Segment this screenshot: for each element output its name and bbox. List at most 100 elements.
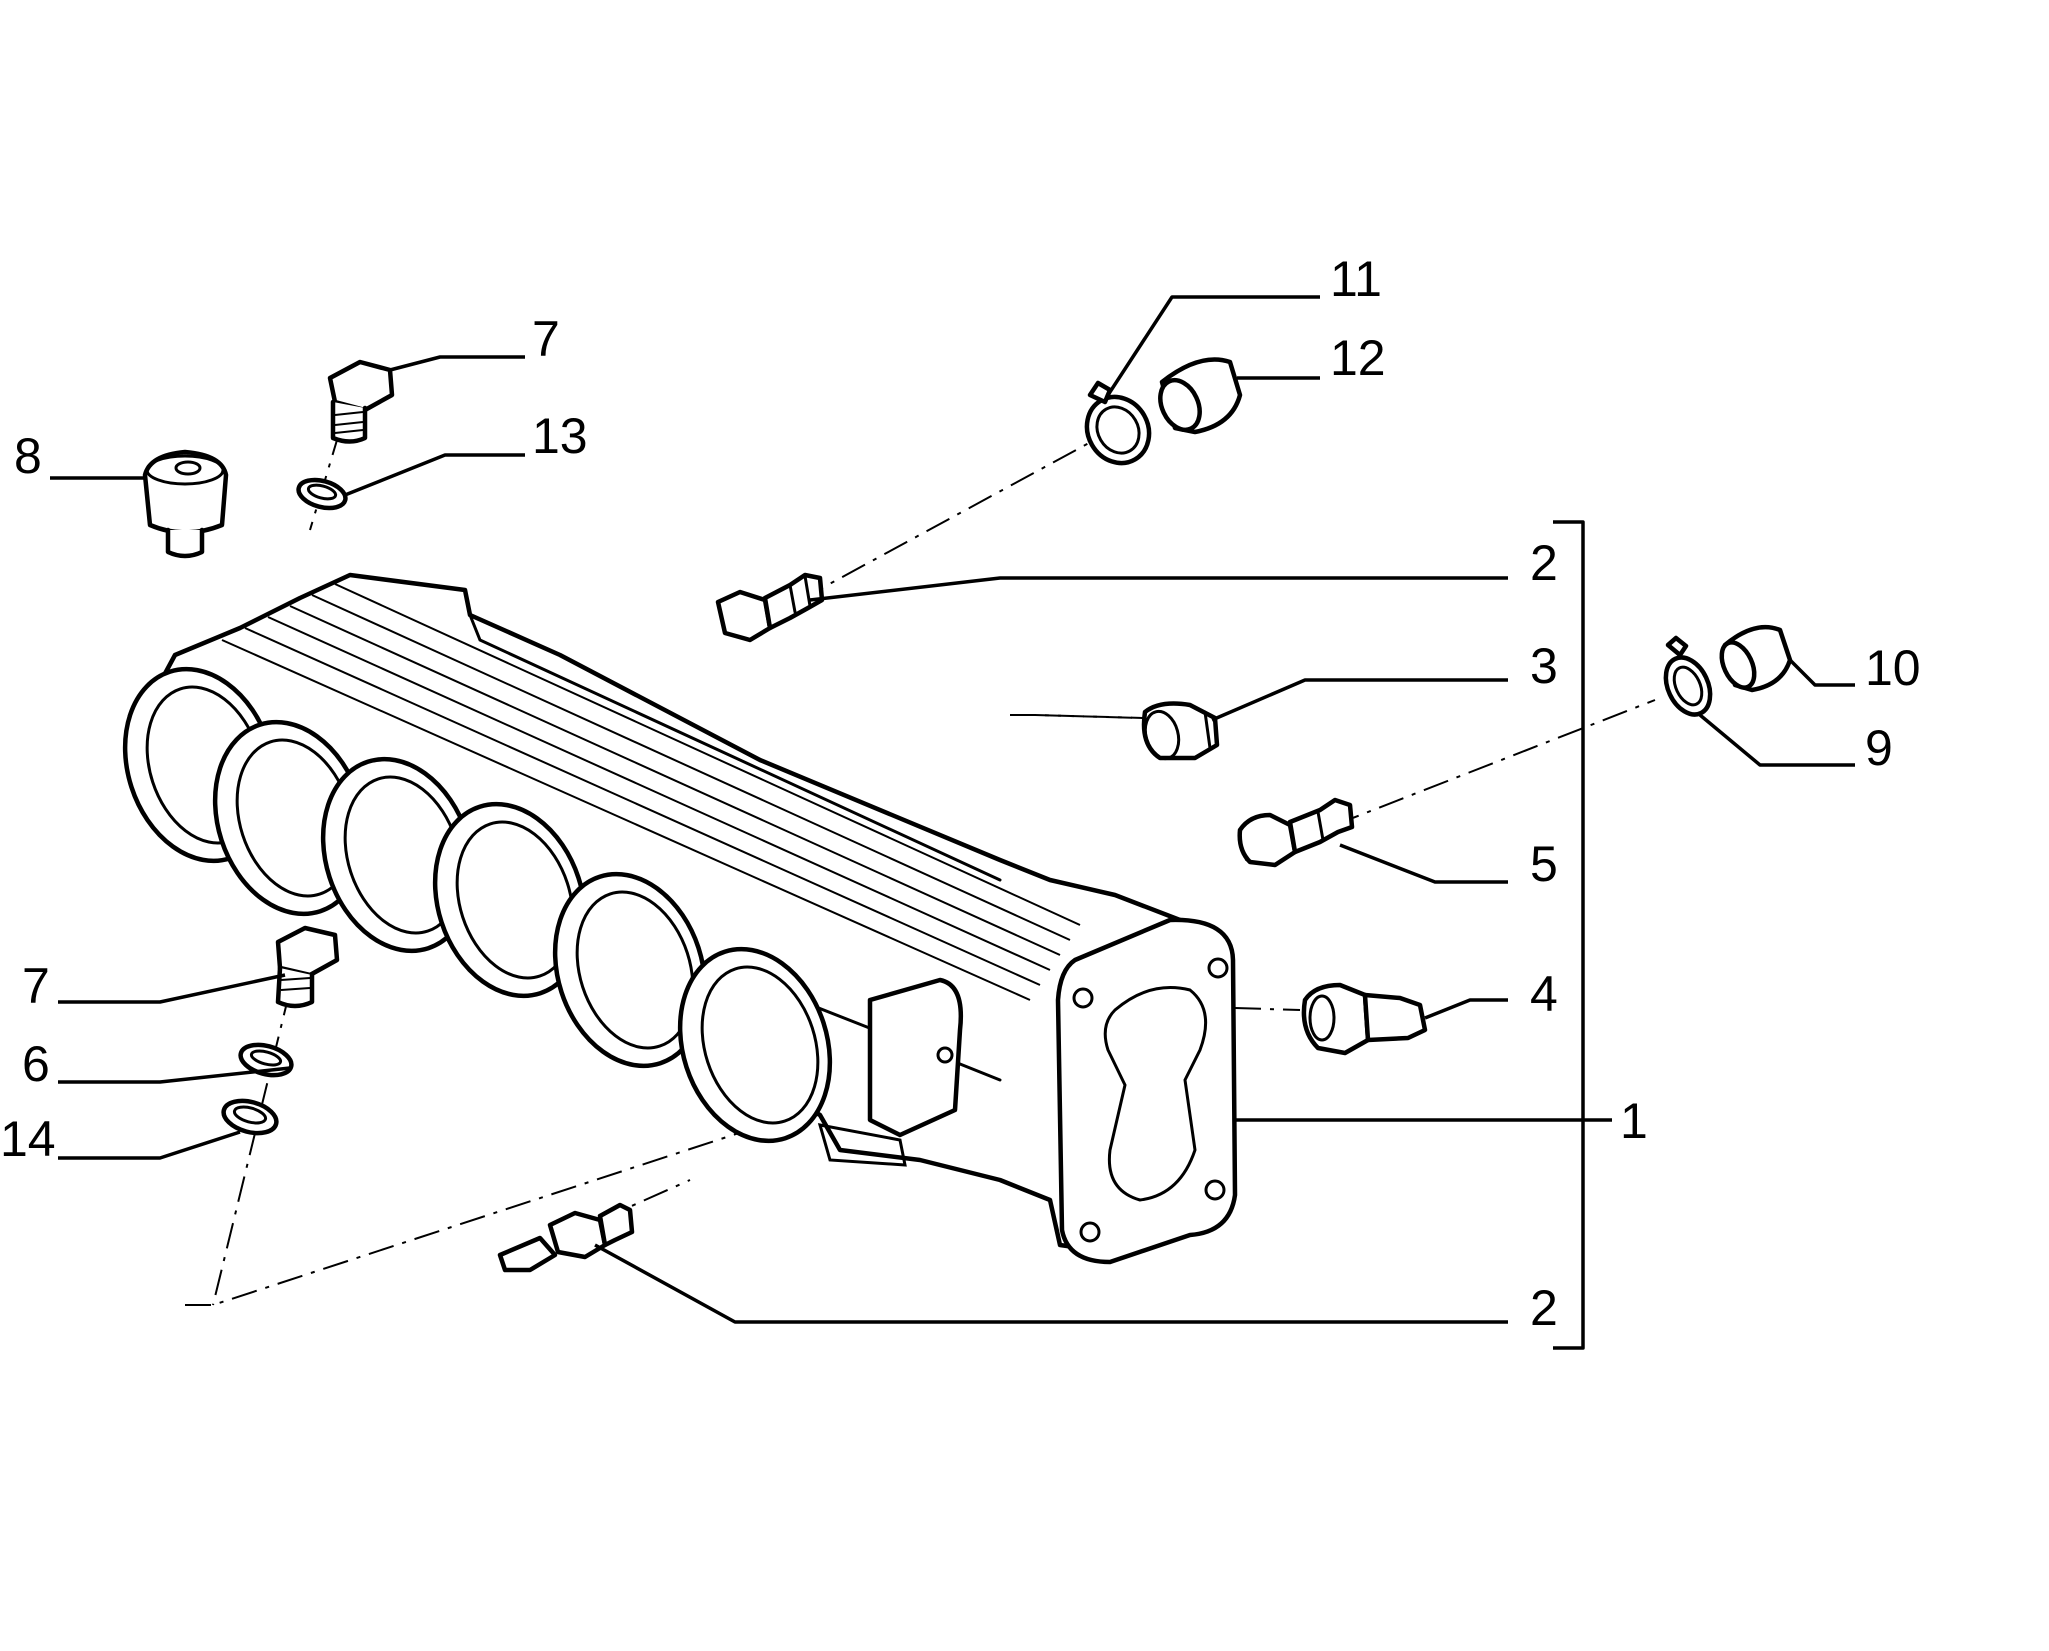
runner-ports [122, 666, 833, 1144]
axis-flange-left [185, 1099, 841, 1306]
washer14-inner [232, 1105, 268, 1125]
bracket-body [867, 977, 963, 1138]
manifold-bracket [817, 977, 963, 1167]
axis-hose-upper [799, 436, 1101, 601]
hose10-end [1719, 640, 1757, 690]
part-13-washer [296, 477, 348, 511]
part-7-bolt-bottom [275, 925, 340, 1009]
rib-5 [311, 594, 1071, 941]
axis-union-right [1234, 1007, 1301, 1011]
leader-lines [50, 295, 1855, 1350]
part-5-union [1237, 797, 1355, 868]
union4-barb [1362, 992, 1428, 1043]
union5-ring [1316, 810, 1325, 842]
leader-11 [1106, 295, 1320, 396]
callout-4: 4 [1530, 966, 1558, 1022]
runner-port-5 [552, 871, 708, 1069]
hose12-end [1158, 377, 1202, 433]
callout-3: 3 [1530, 638, 1558, 694]
bolt-thread-2 [280, 977, 311, 991]
leader-9 [1698, 713, 1855, 767]
axis-bolt-left [212, 989, 291, 1306]
plug-body [142, 449, 229, 535]
rib-2 [244, 627, 1041, 986]
part-9-clip [1663, 635, 1713, 717]
clip11-ring [1084, 394, 1152, 466]
part-11-clip [1084, 380, 1152, 466]
bolt-head-2 [275, 925, 340, 978]
callout-7-bottom: 7 [22, 958, 50, 1014]
callout-11: 11 [1330, 251, 1382, 307]
part-12-hose [1158, 357, 1243, 435]
plug-top [145, 454, 225, 486]
plug3-collar [1203, 710, 1212, 750]
union-barb-ring [788, 574, 812, 614]
rib-3 [267, 616, 1051, 971]
plenum-edge [468, 613, 1002, 882]
leader-10 [1788, 658, 1855, 687]
part-3-plug [1141, 701, 1220, 761]
flange-hole-bl [1079, 1221, 1101, 1243]
callout-numbers: 1 2 2 3 4 5 6 7 7 8 9 10 11 12 13 14 [0, 251, 1921, 1336]
flange-hole-tl [1072, 987, 1094, 1009]
leader-4 [1424, 998, 1508, 1020]
runner-port-6-inner [700, 965, 820, 1125]
leader-7b [58, 973, 286, 1004]
flange-hole-tr [1207, 957, 1229, 979]
clip9-tab [1665, 635, 1689, 658]
throttle-flange [1055, 917, 1238, 1265]
union2b-barb [597, 1202, 635, 1248]
callout-6: 6 [22, 1036, 50, 1092]
plug3-face [1143, 709, 1181, 761]
rib-1 [221, 639, 1031, 1001]
leader-7a [389, 355, 525, 372]
callout-2-top: 2 [1530, 535, 1558, 591]
callout-1: 1 [1620, 1093, 1648, 1149]
bolt-thread [334, 411, 364, 434]
part-2-union-top [715, 572, 825, 643]
union2b-hex [547, 1210, 608, 1260]
callout-8: 8 [14, 428, 42, 484]
clip11-inner [1095, 405, 1141, 455]
leader-3 [1211, 678, 1508, 722]
callout-2-bottom: 2 [1530, 1280, 1558, 1336]
axis-plug-right [1034, 714, 1144, 719]
washer-inner [306, 483, 338, 501]
callout-5: 5 [1530, 836, 1558, 892]
callout-7-top: 7 [532, 311, 560, 367]
leader-13 [344, 453, 525, 497]
rib-4 [289, 605, 1061, 956]
union4-face [1308, 994, 1336, 1042]
union-hex [715, 589, 773, 643]
callout-9: 9 [1865, 720, 1893, 776]
axis-plug-vertical [1010, 714, 1144, 719]
clip9-inner [1672, 665, 1704, 707]
part-14-washer [221, 1098, 279, 1136]
plug-stem [165, 527, 205, 559]
runner-port-4-inner [455, 820, 575, 980]
leader-2b [594, 1243, 1508, 1324]
part-10-hose [1719, 624, 1793, 693]
runner-port-5-inner [575, 890, 695, 1050]
callout-13: 13 [532, 408, 588, 464]
leader-5 [1339, 843, 1508, 884]
intake-manifold [122, 572, 1238, 1265]
bracket-hole [936, 1046, 954, 1064]
callout-14: 14 [0, 1111, 56, 1167]
plug-hole [174, 460, 202, 476]
leader-14 [58, 1130, 241, 1160]
union2b-nose [497, 1235, 558, 1273]
clip11-tab [1087, 380, 1113, 405]
callout-12: 12 [1330, 330, 1386, 386]
flange-plate [1055, 917, 1238, 1265]
bolt-head [327, 359, 395, 413]
bracket-foot [817, 1123, 907, 1167]
union4-hex [1301, 982, 1371, 1056]
washer6-inner [249, 1049, 283, 1067]
part-4-union [1301, 982, 1428, 1056]
callout-10: 10 [1865, 640, 1921, 696]
clip9-ring [1663, 655, 1713, 717]
union5-hex [1237, 812, 1298, 868]
